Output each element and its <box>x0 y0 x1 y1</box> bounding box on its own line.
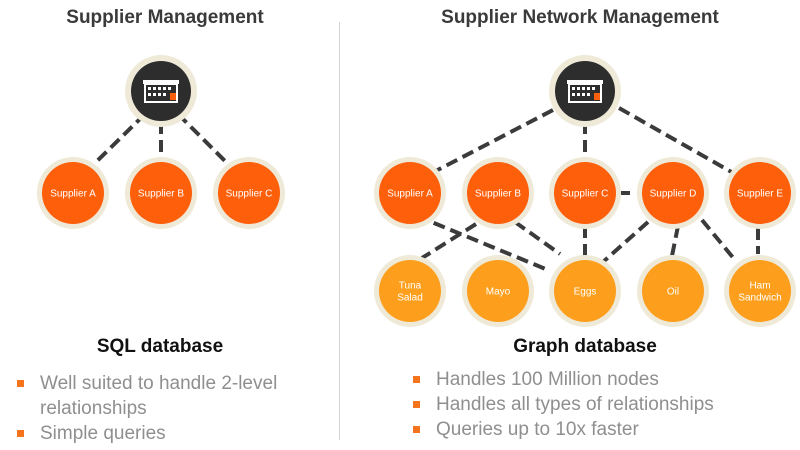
connector <box>670 225 680 257</box>
node-label: Supplier C <box>562 189 609 200</box>
bullet-marker <box>413 401 420 408</box>
connectors <box>88 106 760 272</box>
right-bullets: Handles 100 Million nodes Handles all ty… <box>410 367 790 442</box>
bullet-marker <box>17 430 24 437</box>
factory-icon <box>143 80 179 103</box>
bullet-item: Queries up to 10x faster <box>410 417 790 442</box>
product-node: Eggs <box>549 255 621 327</box>
supplier-node: Supplier D <box>637 157 709 229</box>
right-title: Supplier Network Management <box>441 7 719 28</box>
connector <box>700 218 737 262</box>
node-label: Supplier C <box>226 189 273 200</box>
connector <box>420 222 478 260</box>
supplier-node: Supplier C <box>549 157 621 229</box>
node-label: Eggs <box>574 287 597 298</box>
node-label: Mayo <box>486 287 511 298</box>
supplier-node: Supplier C <box>213 157 285 229</box>
supplier-node: Supplier A <box>37 157 109 229</box>
node-label: Oil <box>667 287 679 298</box>
node-label: Supplier A <box>387 189 433 200</box>
hub-right <box>549 55 621 127</box>
node-label: Supplier E <box>737 189 783 200</box>
right-db-label: Graph database <box>513 336 657 357</box>
connector <box>88 112 147 170</box>
supplier-node: Supplier E <box>724 157 796 229</box>
supplier-node: Supplier B <box>462 157 534 229</box>
connector <box>513 220 562 256</box>
bullet-marker <box>17 380 24 387</box>
connector <box>429 108 554 176</box>
bullet-marker <box>413 426 420 433</box>
nodes: Supplier A Supplier B Supplier C Supplier A… <box>37 157 796 327</box>
bullet-item: Handles 100 Million nodes <box>410 367 790 392</box>
left-bullets: Well suited to handle 2-level relationsh… <box>14 371 314 446</box>
bullet-item: Well suited to handle 2-level relationsh… <box>14 371 314 421</box>
bullet-item: Simple queries <box>14 421 314 446</box>
product-node: Oil <box>637 255 709 327</box>
hub-left <box>125 55 197 127</box>
bullet-item: Handles all types of relationships <box>410 392 790 417</box>
factory-icon <box>567 80 603 103</box>
left-db-label: SQL database <box>96 336 224 357</box>
node-label: Supplier B <box>475 189 521 200</box>
connector <box>416 214 549 272</box>
section-divider <box>339 22 340 440</box>
node-label: Supplier D <box>650 189 697 200</box>
left-title: Supplier Management <box>66 7 264 28</box>
connector <box>618 106 736 176</box>
connector <box>601 220 650 264</box>
supplier-node: Supplier B <box>125 157 197 229</box>
product-node: Mayo <box>462 255 534 327</box>
bullet-marker <box>413 376 420 383</box>
supplier-node: Supplier A <box>374 157 446 229</box>
node-label: Supplier B <box>138 189 184 200</box>
node-label: Supplier A <box>50 189 96 200</box>
connector <box>176 112 234 170</box>
